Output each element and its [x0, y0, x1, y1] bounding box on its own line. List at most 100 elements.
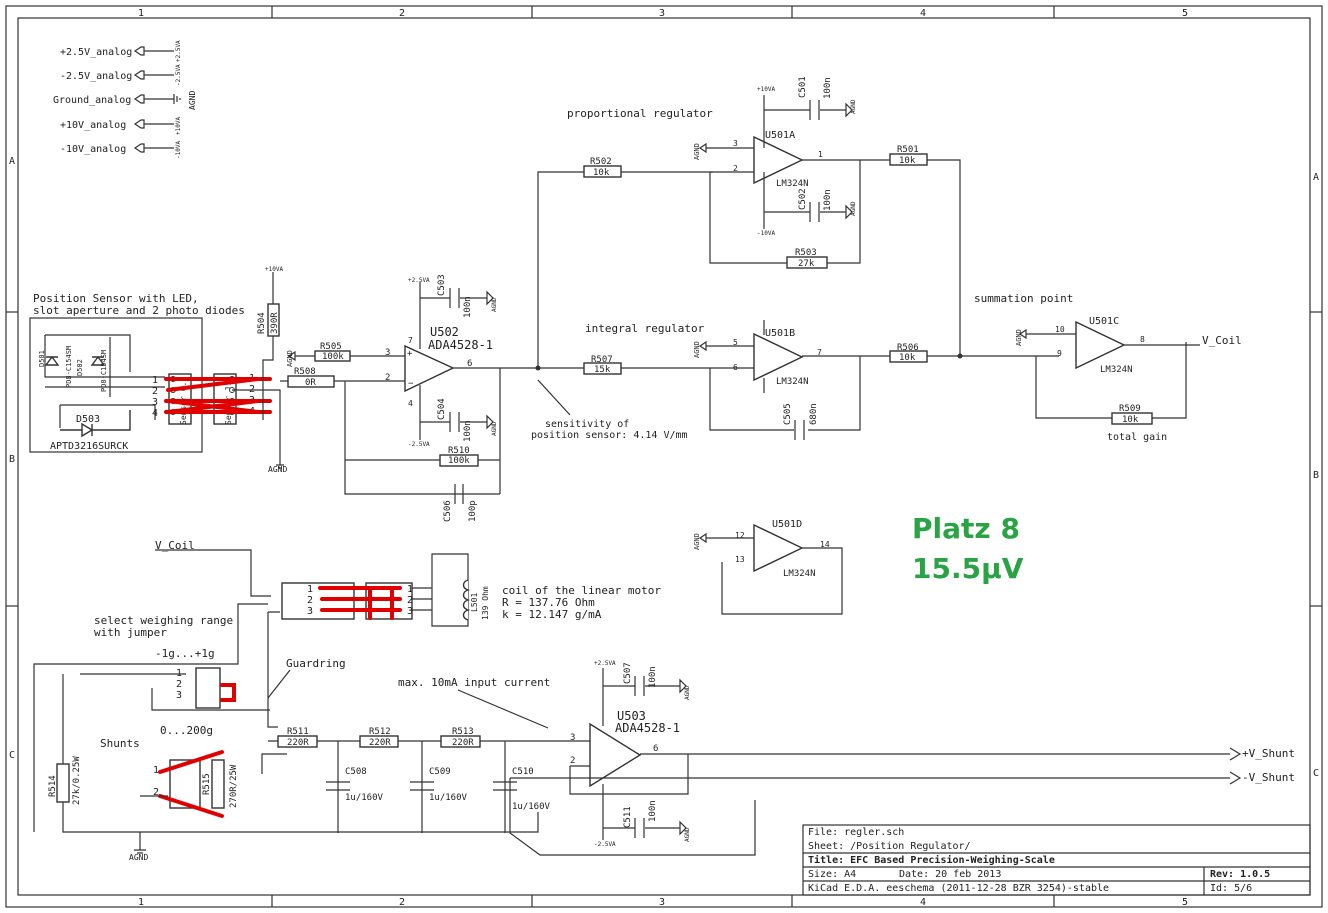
range-shunt-section: select weighing range with jumper -1g...…: [48, 614, 539, 862]
c510-ref: C510: [512, 767, 534, 777]
c504-ref: C504: [437, 398, 447, 420]
svg-text:2: 2: [307, 595, 313, 606]
svg-text:7: 7: [817, 348, 822, 357]
u501b-part: LM324N: [776, 377, 809, 387]
capacitor-c507: [634, 676, 645, 696]
c511-ref: C511: [623, 806, 633, 828]
capacitor-c508: [326, 781, 350, 791]
svg-text:4: 4: [408, 399, 413, 408]
svg-text:1: 1: [153, 765, 159, 776]
u503-part: ADA4528-1: [615, 721, 680, 735]
title-block-title: Title: EFC Based Precision-Weighing-Scal…: [808, 854, 1055, 866]
resistor-r502: [583, 165, 622, 178]
border-row-a-right: A: [1313, 172, 1319, 183]
title-block-kicad: KiCad E.D.A. eeschema (2011-12-28 BZR 32…: [808, 883, 1109, 894]
r505-ref: R505: [320, 342, 342, 352]
total-gain-label: total gain: [1107, 432, 1167, 443]
svg-text:7: 7: [408, 336, 413, 345]
c503-val: 100n: [463, 296, 473, 318]
sensor-pin-2: 2: [152, 386, 158, 397]
u501a-part: LM324N: [776, 179, 809, 189]
svg-text:3: 3: [733, 139, 738, 148]
border-col-3-bottom: 3: [659, 897, 665, 908]
r511-ref: R511: [287, 727, 309, 737]
r501-val: 10k: [899, 156, 916, 166]
c501-ref: C501: [798, 76, 808, 98]
power-port-m10: -10V_analog: [60, 144, 126, 155]
u503-vplus: +2.5VA: [594, 660, 616, 667]
red-jumper-wires-sensor: [164, 377, 272, 414]
u501a-ref: U501A: [765, 130, 795, 141]
l501-ref: L501: [470, 593, 479, 612]
c505-val: 680n: [809, 403, 819, 425]
net-v-coil-in: V_Coil: [155, 539, 195, 552]
r514-ref: R514: [48, 775, 58, 797]
summation-label: summation point: [974, 292, 1073, 305]
range-label-3: -1g...+1g: [155, 647, 215, 660]
sensor-title-2: slot aperture and 2 photo diodes: [33, 304, 245, 317]
svg-text:6: 6: [467, 359, 472, 369]
c503-ref: C503: [437, 274, 447, 296]
r507-val: 15k: [594, 365, 611, 375]
power-sym-m25: -2.5VA: [175, 64, 182, 86]
r504-agnd: AGND: [268, 465, 287, 474]
border-col-1-bottom: 1: [138, 897, 144, 908]
r503-ref: R503: [795, 248, 817, 258]
svg-text:2: 2: [153, 787, 159, 798]
r504-ref: R504: [257, 312, 267, 334]
r502-val: 10k: [593, 168, 610, 178]
power-port-m25: -2.5V_analog: [60, 71, 132, 82]
photodiode-d502: [90, 355, 106, 366]
led-d503: [60, 410, 131, 438]
title-block-sheet: Sheet: /Position Regulator/: [808, 841, 971, 852]
net-v-coil-out: V_Coil: [1202, 334, 1242, 347]
u503-vminus: -2.5VA: [594, 841, 616, 848]
u502-part: ADA4528-1: [428, 338, 493, 352]
r509-ref: R509: [1119, 404, 1141, 414]
u501a-vminus: -10VA: [757, 230, 775, 237]
range-label-1: select weighing range: [94, 614, 233, 627]
c503-agnd: AGND: [491, 297, 498, 312]
r510-ref: R510: [448, 446, 470, 456]
r502-ref: R502: [590, 157, 612, 167]
integral-label: integral regulator: [585, 322, 705, 335]
sensor-pin-4: 4: [152, 408, 158, 419]
resistor-r510: [439, 454, 479, 467]
r513-ref: R513: [452, 727, 474, 737]
r504-val: 390R: [270, 312, 280, 334]
u501c-agnd: AGND: [1015, 329, 1023, 346]
c509-val: 1u/160V: [429, 793, 468, 803]
c508-ref: C508: [345, 767, 367, 777]
r503-val: 27k: [798, 259, 815, 269]
r512-val: 220R: [369, 738, 391, 748]
c504-agnd: AGND: [491, 421, 498, 436]
coil-label-3: k = 12.147 g/mA: [502, 608, 602, 621]
r506-ref: R506: [897, 343, 919, 353]
input-amplifier-u502: +10VA R504 390R AGND AGND R505 100k R508…: [257, 266, 688, 522]
title-block-rev: Rev: 1.0.5: [1210, 869, 1270, 880]
u502-ref: U502: [430, 325, 459, 339]
resistor-r501: [889, 153, 928, 166]
border-row-b: B: [9, 454, 15, 465]
resistor-r507: [583, 362, 622, 375]
resistor-r512: [359, 735, 399, 748]
title-block-size: Size: A4: [808, 869, 856, 880]
border-col-2: 2: [399, 8, 405, 19]
opamp-u501a: [753, 135, 804, 185]
range-label-4: 0...200g: [160, 724, 213, 737]
sensor-pin-1: 1: [152, 375, 158, 386]
u501d-ref: U501D: [772, 519, 802, 530]
svg-text:3: 3: [570, 733, 575, 743]
c510-val: 1u/160V: [512, 802, 551, 812]
u501c-part: LM324N: [1100, 365, 1133, 375]
svg-text:9: 9: [1057, 349, 1062, 358]
sensitivity-label-1: sensitivity of: [545, 419, 629, 430]
c506-val: 100p: [468, 500, 478, 522]
border-row-c-right: C: [1313, 768, 1319, 779]
capacitor-c504: [449, 412, 460, 432]
c511-agnd: AGND: [684, 827, 691, 842]
r510-val: 100k: [448, 456, 470, 466]
svg-text:1: 1: [307, 584, 313, 595]
c507-val: 100n: [648, 666, 658, 688]
